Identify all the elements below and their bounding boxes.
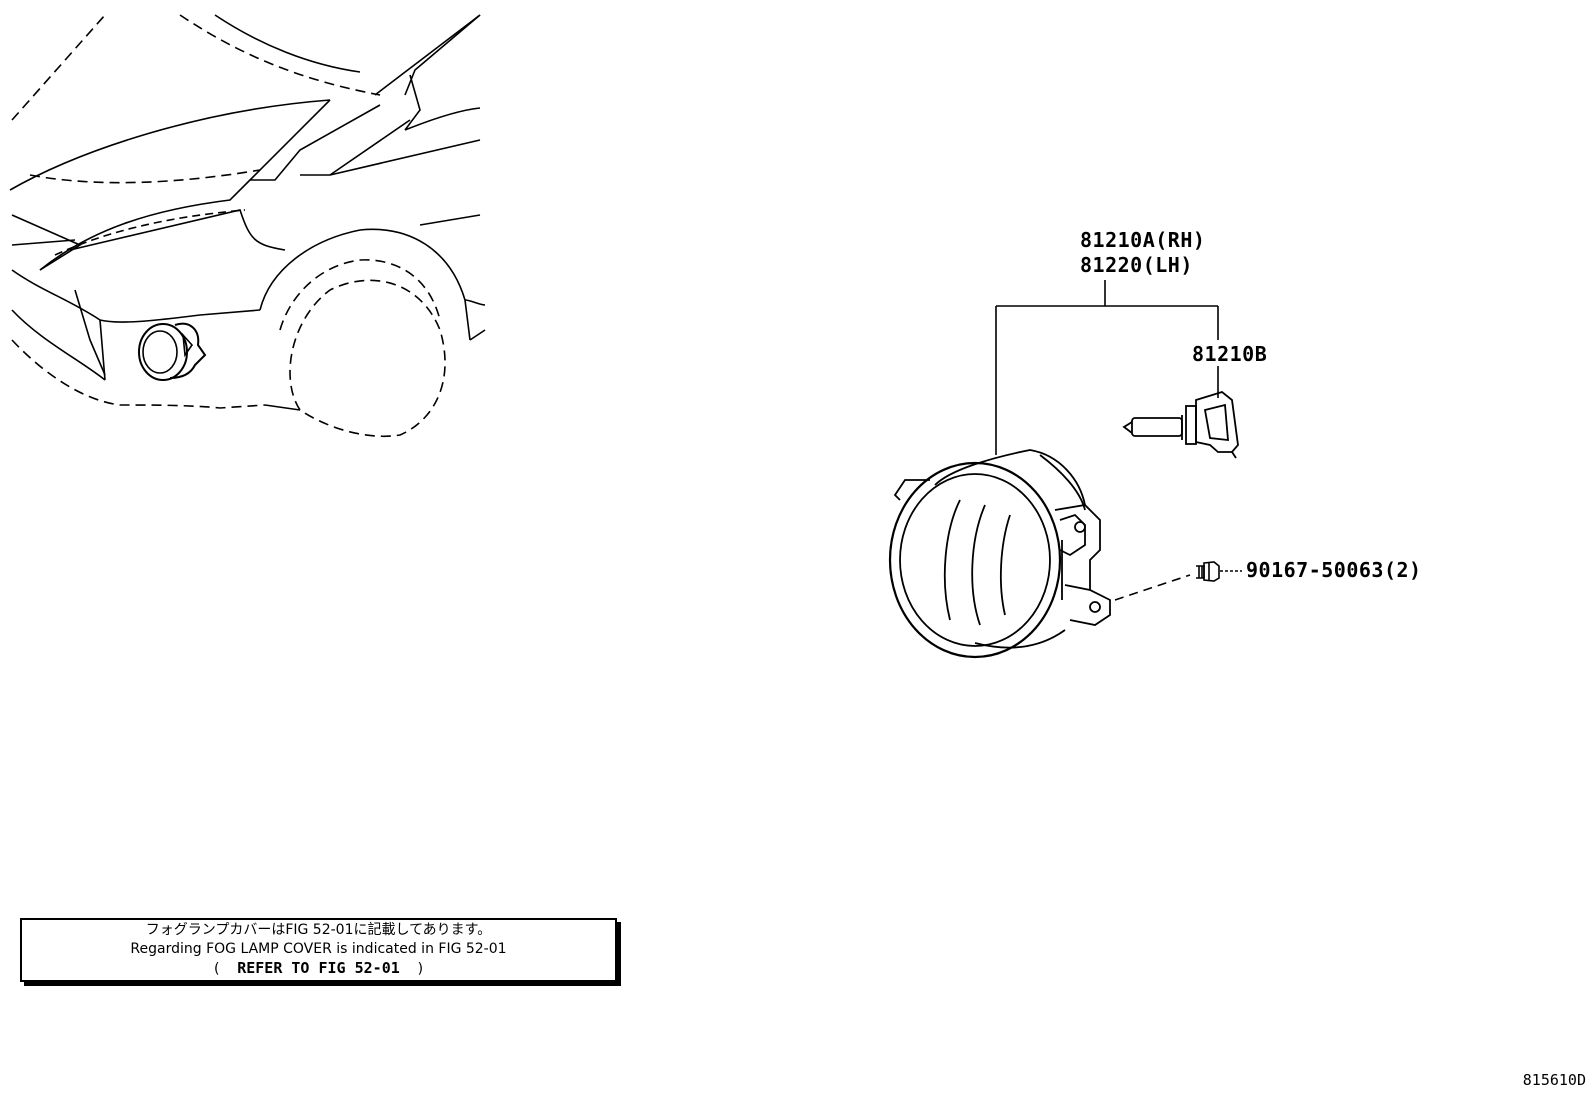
- note-ref-text: REFER TO FIG 52-01: [237, 959, 400, 977]
- note-line-japanese: フォグランプカバーはFIG 52-01に記載してあります。: [145, 922, 492, 938]
- note-ref-open: (: [213, 961, 220, 977]
- bulb-81210B: [1122, 390, 1239, 459]
- part-label-lamp-lh: 81220(LH): [1080, 253, 1193, 277]
- part-label-screw: 90167-50063(2): [1246, 558, 1422, 582]
- note-line-refer: ( REFER TO FIG 52-01 ): [22, 959, 615, 979]
- screw-90167: [1196, 561, 1220, 582]
- vehicle-front-inset: [9, 14, 486, 438]
- fog-lamp-assembly: [888, 449, 1111, 659]
- diagram-code: 815610D: [1522, 1071, 1586, 1089]
- leader-lines: [995, 280, 1242, 601]
- reference-note-box: フォグランプカバーはFIG 52-01に記載してあります。 Regarding …: [20, 918, 617, 982]
- part-label-lamp-rh: 81210A(RH): [1080, 228, 1205, 252]
- note-line-english: Regarding FOG LAMP COVER is indicated in…: [130, 941, 507, 957]
- note-ref-close: ): [417, 961, 424, 977]
- part-label-bulb: 81210B: [1192, 342, 1267, 366]
